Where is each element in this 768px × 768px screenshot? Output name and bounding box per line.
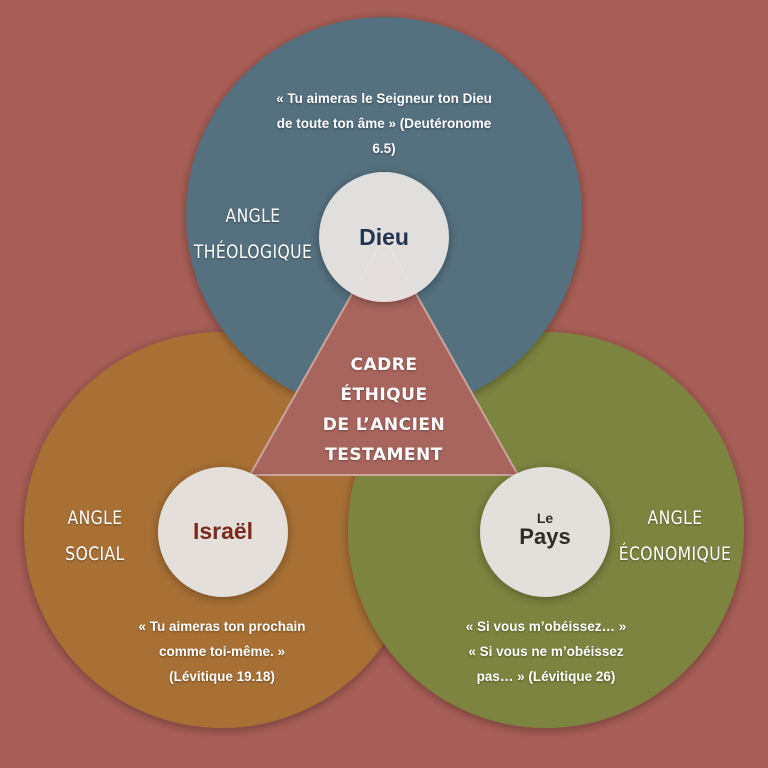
theological-angle-label: ANGLE THÉOLOGIQUE	[187, 198, 318, 270]
center-title-line: TESTAMENT	[325, 445, 443, 465]
center-title: CADRE ÉTHIQUE DE L’ANCIEN TESTAMENT	[284, 350, 484, 470]
god-node	[319, 172, 449, 302]
angle-line: ÉCONOMIQUE	[618, 543, 732, 565]
center-title-line: DE L’ANCIEN	[322, 415, 446, 435]
theological-quote: « Tu aimeras le Seigneur ton Dieu de tou…	[244, 86, 524, 161]
quote-line: 6.5)	[372, 141, 396, 156]
social-quote: « Tu aimeras ton prochain comme toi-même…	[112, 614, 332, 689]
quote-line: « Tu aimeras ton prochain	[138, 619, 306, 634]
quote-line: comme toi-même. »	[158, 644, 286, 659]
economic-quote: « Si vous m’obéissez… » « Si vous ne m’o…	[436, 614, 656, 689]
center-title-line: CADRE	[350, 355, 418, 375]
quote-line: pas… » (Lévitique 26)	[476, 669, 616, 684]
quote-line: « Si vous ne m’obéissez	[468, 644, 624, 659]
central-triangle	[248, 234, 520, 476]
angle-line: ANGLE	[647, 507, 703, 529]
quote-line: « Tu aimeras le Seigneur ton Dieu	[276, 91, 492, 106]
land-label-small: Le	[536, 510, 554, 526]
quote-line: (Lévitique 19.18)	[169, 669, 275, 684]
angle-line: THÉOLOGIQUE	[193, 241, 313, 263]
angle-line: SOCIAL	[65, 543, 125, 565]
center-title-line: ÉTHIQUE	[340, 385, 428, 405]
land-node	[480, 467, 610, 597]
quote-line: de toute ton âme » (Deutéronome	[276, 116, 492, 131]
israel-node	[158, 467, 288, 597]
quote-line: « Si vous m’obéissez… »	[465, 619, 627, 634]
israel-label: Israël	[192, 518, 254, 544]
angle-line: ANGLE	[67, 507, 123, 529]
land-label: Pays	[519, 524, 571, 549]
social-angle-label: ANGLE SOCIAL	[42, 500, 149, 572]
economic-angle-label: ANGLE ÉCONOMIQUE	[614, 500, 737, 572]
god-label: Dieu	[359, 224, 409, 250]
angle-line: ANGLE	[225, 205, 281, 227]
